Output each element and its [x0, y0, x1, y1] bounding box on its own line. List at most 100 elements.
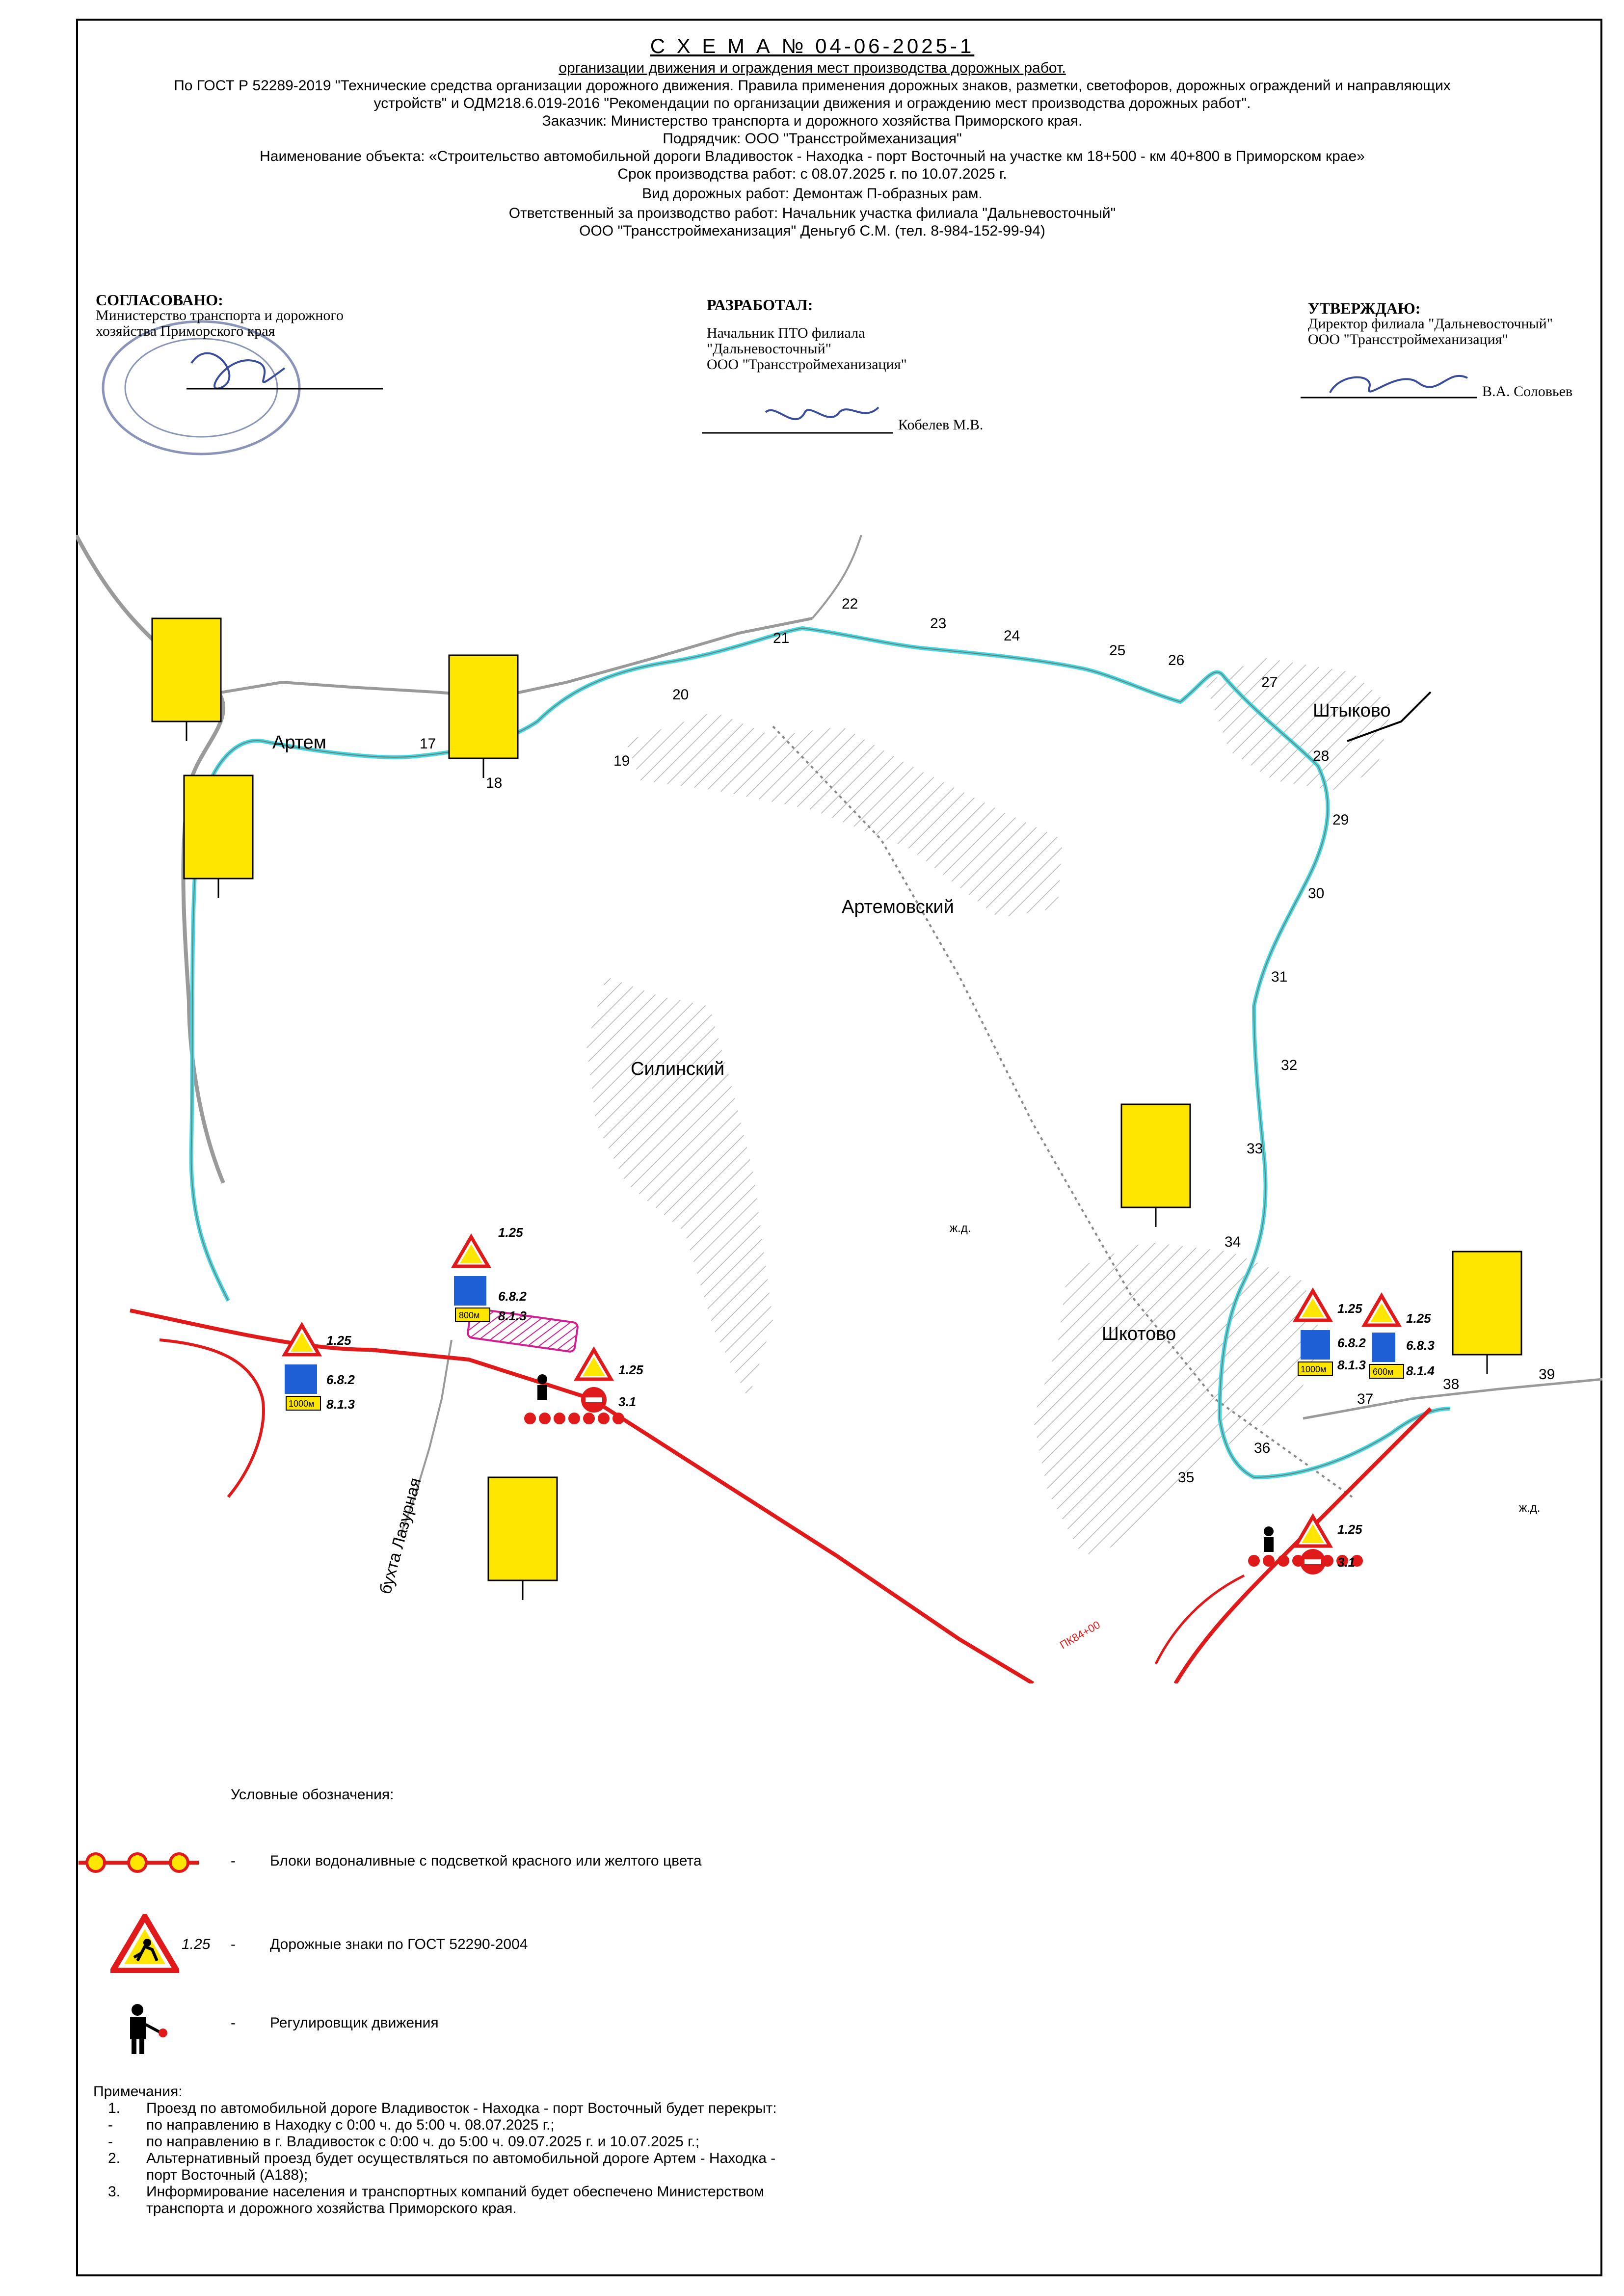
km-36: 36	[1254, 1440, 1270, 1456]
legend-item-blocks: Блоки водоналивные с подсветкой красного…	[270, 1853, 702, 1869]
label-sign-813-b: 8.1.3	[326, 1397, 355, 1412]
note-1-num: 1.	[108, 2100, 121, 2116]
developed-line-2: "Дальневосточный"	[707, 341, 831, 357]
customer-line: Заказчик: Министерство транспорта и доро…	[542, 113, 1083, 129]
agreed-block: СОГЛАСОВАНО: Министерство транспорта и д…	[96, 292, 344, 339]
road-existing-northeast	[1347, 691, 1432, 742]
responsible-line-1: Ответственный за производство работ: Нач…	[508, 205, 1116, 221]
km-38: 38	[1443, 1376, 1459, 1392]
label-sign-813-c: 8.1.3	[1337, 1358, 1366, 1372]
sign-1-25-east-left	[1292, 1287, 1333, 1322]
agreed-signature-line	[186, 388, 383, 390]
sign-6-8-2-west-left	[285, 1364, 317, 1394]
label-silinsky: Силинский	[631, 1059, 724, 1079]
sign-3-1-east	[1300, 1549, 1326, 1575]
km-17: 17	[420, 736, 436, 752]
settlement-shkotovo	[1033, 1242, 1323, 1556]
road-existing-a188	[811, 535, 862, 619]
plate-east-1000m	[1298, 1362, 1333, 1376]
label-sign-125-e: 1.25	[1406, 1311, 1431, 1326]
approve-line-1: Директор филиала "Дальневосточный"	[1308, 316, 1553, 332]
traffic-controller-west	[537, 1374, 547, 1400]
sign-6-8-2-west-top	[454, 1276, 486, 1306]
gost-line-1: По ГОСТ Р 52289-2019 "Технические средст…	[174, 78, 1451, 94]
agreed-line-1: Министерство транспорта и дорожного	[96, 307, 344, 323]
label-artem: Артем	[272, 732, 326, 753]
km-30: 30	[1308, 885, 1324, 902]
label-sign-125-f: 1.25	[1337, 1522, 1362, 1537]
info-board-artem-west	[151, 617, 222, 741]
km-18: 18	[486, 775, 502, 791]
km-24: 24	[1004, 628, 1020, 644]
note-3a: Информирование населения и транспортных …	[146, 2184, 764, 2200]
info-board-artem-south	[183, 774, 254, 898]
label-sign-682-b: 6.8.2	[326, 1372, 355, 1387]
km-34: 34	[1225, 1234, 1241, 1250]
label-shtykovo: Штыково	[1313, 700, 1391, 721]
approve-line-2: ООО "Трансстроймеханизация"	[1308, 331, 1508, 347]
scheme-subtitle: организации движения и ограждения мест п…	[559, 60, 1066, 76]
period-line: Срок производства работ: с 08.07.2025 г.…	[617, 166, 1007, 182]
route-map: Артем Штыково Артемовский Силинский Шкот…	[76, 535, 1602, 1683]
plate-1000-text: 1000м	[289, 1399, 314, 1409]
agreed-heading: СОГЛАСОВАНО:	[96, 291, 223, 309]
label-sign-125-d: 1.25	[1337, 1301, 1362, 1316]
director-signature	[1301, 374, 1477, 399]
km-22: 22	[842, 596, 858, 612]
km-37: 37	[1357, 1391, 1373, 1407]
approve-heading: УТВЕРЖДАЮ:	[1308, 299, 1421, 317]
info-board-bay	[487, 1476, 558, 1600]
note-2-num: 2.	[108, 2150, 121, 2166]
legend-water-blocks-icon	[79, 1852, 199, 1873]
km-21: 21	[773, 630, 789, 646]
label-sign-813-a: 8.1.3	[498, 1308, 527, 1323]
km-39: 39	[1539, 1366, 1555, 1383]
traffic-controller-east	[1264, 1526, 1274, 1552]
km-23: 23	[930, 615, 946, 632]
sign-1-25-west-right	[573, 1346, 614, 1381]
label-sign-125-b: 1.25	[326, 1333, 351, 1348]
settlement-shtykovo	[1205, 658, 1391, 790]
km-31: 31	[1271, 969, 1287, 985]
settlement-artemovsky	[626, 712, 1063, 918]
water-blocks-west	[524, 1413, 624, 1424]
label-shkotovo: Шкотово	[1102, 1324, 1176, 1344]
km-33: 33	[1247, 1141, 1263, 1157]
road-existing-east	[1303, 1378, 1602, 1420]
label-sign-682-c: 6.8.2	[1337, 1335, 1366, 1350]
sign-6-8-2-east	[1301, 1330, 1330, 1360]
plate-800m	[455, 1308, 490, 1322]
note-3b: транспорта и дорожного хозяйства Приморс…	[146, 2200, 517, 2216]
label-sign-814: 8.1.4	[1406, 1363, 1435, 1378]
note-1a: по направлению в Находку с 0:00 ч. до 5:…	[146, 2117, 555, 2133]
plate-east-1000-text: 1000м	[1301, 1364, 1326, 1374]
settlement-silinsky	[586, 977, 773, 1399]
km-26: 26	[1168, 652, 1184, 668]
ministry-stamp	[102, 320, 301, 455]
info-board-east	[1452, 1251, 1522, 1374]
drawing-frame	[76, 19, 1602, 2276]
work-zone	[467, 1308, 579, 1353]
sign-3-1-west	[581, 1387, 607, 1413]
info-board-shkotovo	[1120, 1103, 1191, 1227]
legend-item-signs: Дорожные знаки по ГОСТ 52290-2004	[270, 1936, 528, 1952]
gost-line-2: устройств" и ОДМ218.6.019-2016 "Рекоменд…	[373, 95, 1251, 111]
label-sign-31-b: 3.1	[1337, 1555, 1355, 1570]
contractor-line: Подрядчик: ООО "Трансстроймеханизация"	[663, 131, 962, 147]
info-board-artem-north	[448, 654, 519, 778]
km-markers: 17 18 19 20 21 22 23 24 25 26 27 28 29 3…	[420, 596, 1555, 1486]
closure-road-east	[1173, 1407, 1432, 1683]
legend-dash-3: -	[231, 2015, 236, 2031]
note-2b: порт Восточный (А188);	[146, 2167, 308, 2183]
sign-1-25-west-left	[281, 1322, 322, 1357]
legend-dash-2: -	[231, 1936, 236, 1952]
developed-heading: РАЗРАБОТАЛ:	[707, 296, 813, 314]
label-sign-682-a: 6.8.2	[498, 1289, 527, 1304]
km-19: 19	[613, 753, 630, 769]
scheme-title: С Х Е М А № 04-06-2025-1	[650, 34, 975, 57]
label-bay: бухта Лазурная	[376, 1476, 425, 1596]
road-to-bay	[399, 1339, 453, 1537]
note-2a: Альтернативный проезд будет осуществлять…	[146, 2150, 776, 2166]
legend-item-controller: Регулировщик движения	[270, 2015, 439, 2031]
label-railway-2: ж.д.	[1519, 1501, 1540, 1515]
